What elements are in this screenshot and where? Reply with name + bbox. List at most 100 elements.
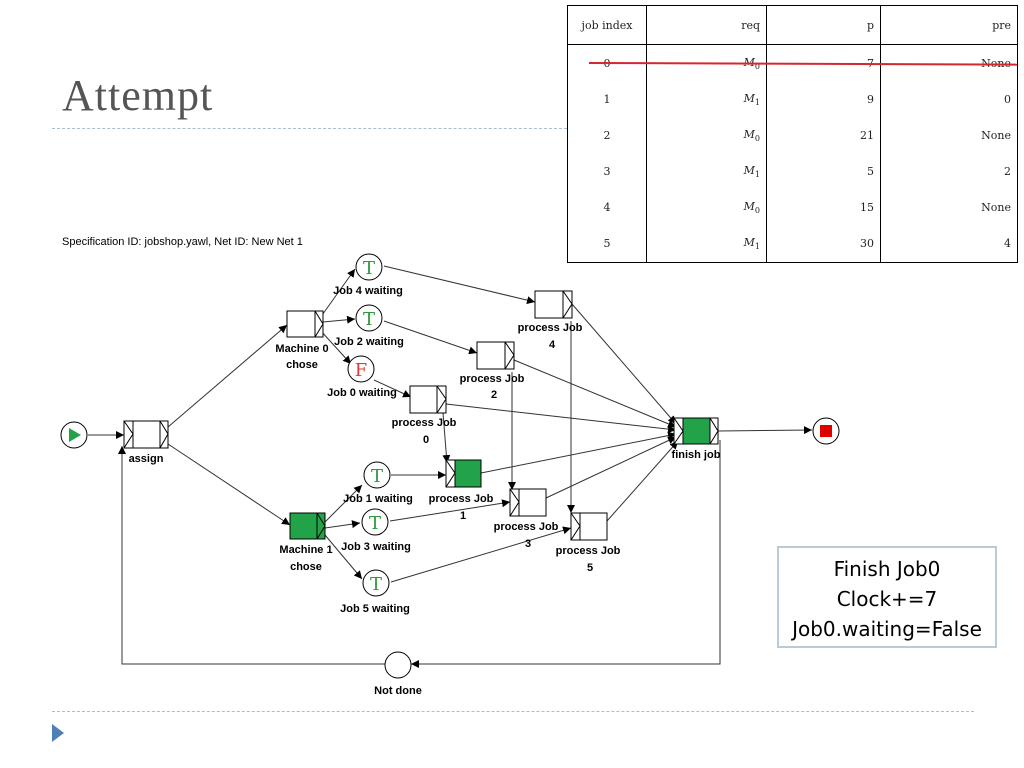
token-job0: F: [355, 360, 368, 381]
arc-m0-job0: [319, 329, 352, 365]
cell-p: 5: [766, 153, 881, 190]
cell-req: M1: [646, 153, 767, 190]
arc-m0-job4: [319, 268, 356, 319]
cell-job-index: 0: [603, 56, 611, 70]
req-machine-sub: 0: [754, 61, 760, 71]
task-process-job2[interactable]: [476, 341, 515, 370]
task-process-job3[interactable]: [509, 488, 547, 517]
task-machine0-chose[interactable]: [286, 310, 324, 338]
req-machine-sub: 1: [754, 98, 760, 108]
arc-job5-p5: [390, 526, 572, 583]
cell-req: M0: [646, 189, 767, 226]
cell-req: M0: [646, 117, 767, 154]
cell-p: 21: [766, 117, 881, 154]
label-assign: assign: [129, 453, 164, 465]
token-job1: T: [371, 466, 383, 487]
spec-id-text: Specification ID: jobshop.yawl, Net ID: …: [62, 236, 303, 248]
label-job5-waiting: Job 5 waiting: [340, 603, 410, 615]
token-job2: T: [363, 309, 375, 330]
req-machine: M: [743, 91, 755, 105]
req-machine: M: [743, 199, 755, 213]
cell-job-index: 2: [603, 129, 611, 143]
table-row: 1 M1 9 0: [568, 81, 1018, 118]
label-machine0-line2: chose: [286, 359, 318, 371]
task-assign[interactable]: [123, 420, 169, 449]
label-job1-waiting: Job 1 waiting: [343, 493, 413, 505]
table-row: 4 M0 15 None: [568, 189, 1018, 226]
label-process-job5-line1: process Job: [556, 545, 621, 557]
arc-finish-notdone: [411, 440, 721, 668]
slide-title: Attempt: [62, 71, 214, 120]
req-machine-sub: 0: [754, 134, 760, 144]
label-job2-waiting: Job 2 waiting: [334, 336, 404, 348]
arc-p4-finish: [571, 303, 677, 425]
arc-p3-finish: [545, 436, 677, 499]
arc-job0-p0: [373, 379, 412, 398]
req-machine: M: [743, 127, 755, 141]
cell-pre: None: [880, 117, 1018, 154]
table-header-row: job index req p pre: [567, 5, 1018, 45]
cell-job-index: 1: [603, 93, 611, 107]
slide-bullet-icon: [52, 724, 64, 742]
arc-notdone-assign: [118, 446, 386, 665]
place-not-done[interactable]: [384, 651, 412, 679]
table-row: 2 M0 21 None: [568, 117, 1018, 154]
col-header-req: req: [646, 5, 767, 45]
task-process-job5[interactable]: [570, 512, 608, 541]
task-machine1-chose[interactable]: [289, 512, 326, 540]
place-job4-waiting[interactable]: T: [355, 253, 383, 281]
arc-job4-p4: [383, 265, 536, 305]
label-job0-waiting: Job 0 waiting: [327, 387, 397, 399]
place-job1-waiting[interactable]: T: [363, 461, 391, 489]
place-job0-waiting[interactable]: F: [347, 355, 375, 383]
token-job5: T: [370, 574, 382, 595]
label-job4-waiting: Job 4 waiting: [333, 285, 403, 297]
token-job4: T: [363, 258, 375, 279]
col-header-pre: pre: [880, 5, 1018, 45]
jobs-table: job index req p pre 0 M0 7 None 1 M1 9 0…: [567, 5, 1018, 263]
label-process-job5-line2: 5: [587, 562, 593, 574]
token-job3: T: [369, 513, 381, 534]
place-job2-waiting[interactable]: T: [355, 304, 383, 332]
start-condition[interactable]: [60, 421, 88, 449]
task-finish-job[interactable]: [673, 417, 719, 445]
label-process-job1-line1: process Job: [429, 493, 494, 505]
arc-m1-job5: [324, 534, 363, 580]
cell-p: 9: [766, 81, 881, 118]
arc-p1-finish: [480, 431, 677, 474]
cell-job-index: 3: [603, 164, 611, 178]
title-divider: [52, 128, 567, 129]
end-condition[interactable]: [812, 417, 840, 445]
arc-p0-finish: [445, 403, 677, 434]
cell-p: 30: [766, 225, 881, 263]
task-process-job1[interactable]: [445, 459, 482, 488]
arc-assign-machine0: [167, 324, 288, 428]
req-machine-sub: 0: [754, 205, 760, 215]
req-machine: M: [743, 55, 755, 69]
task-process-job4[interactable]: [534, 290, 573, 319]
place-job5-waiting[interactable]: T: [362, 569, 390, 597]
play-icon: [69, 428, 81, 442]
cell-pre: None: [880, 189, 1018, 226]
place-job3-waiting[interactable]: T: [361, 508, 389, 536]
table-row: 0 M0 7 None: [568, 44, 1018, 82]
req-machine-sub: 1: [754, 170, 760, 180]
label-machine1-line2: chose: [290, 561, 322, 573]
label-process-job0-line2: 0: [423, 434, 429, 446]
arc-job3-p3: [389, 499, 511, 522]
arc-p5-finish: [606, 440, 679, 522]
cell-req: M1: [646, 225, 767, 263]
cell-pre: None: [880, 44, 1018, 82]
label-machine0-line1: Machine 0: [275, 343, 328, 355]
label-process-job0-line1: process Job: [392, 417, 457, 429]
footer-divider: [52, 711, 974, 712]
note-box: Finish Job0 Clock+=7 Job0.waiting=False: [777, 546, 997, 648]
label-process-job3-line2: 3: [525, 538, 531, 550]
task-process-job0[interactable]: [409, 385, 447, 414]
label-process-job2-line1: process Job: [460, 373, 525, 385]
table-row: 5 M1 30 4: [568, 225, 1018, 263]
cell-pre: 4: [880, 225, 1018, 263]
col-header-job-index: job index: [567, 5, 647, 45]
arc-p2-finish: [513, 359, 677, 428]
req-machine: M: [743, 236, 755, 250]
